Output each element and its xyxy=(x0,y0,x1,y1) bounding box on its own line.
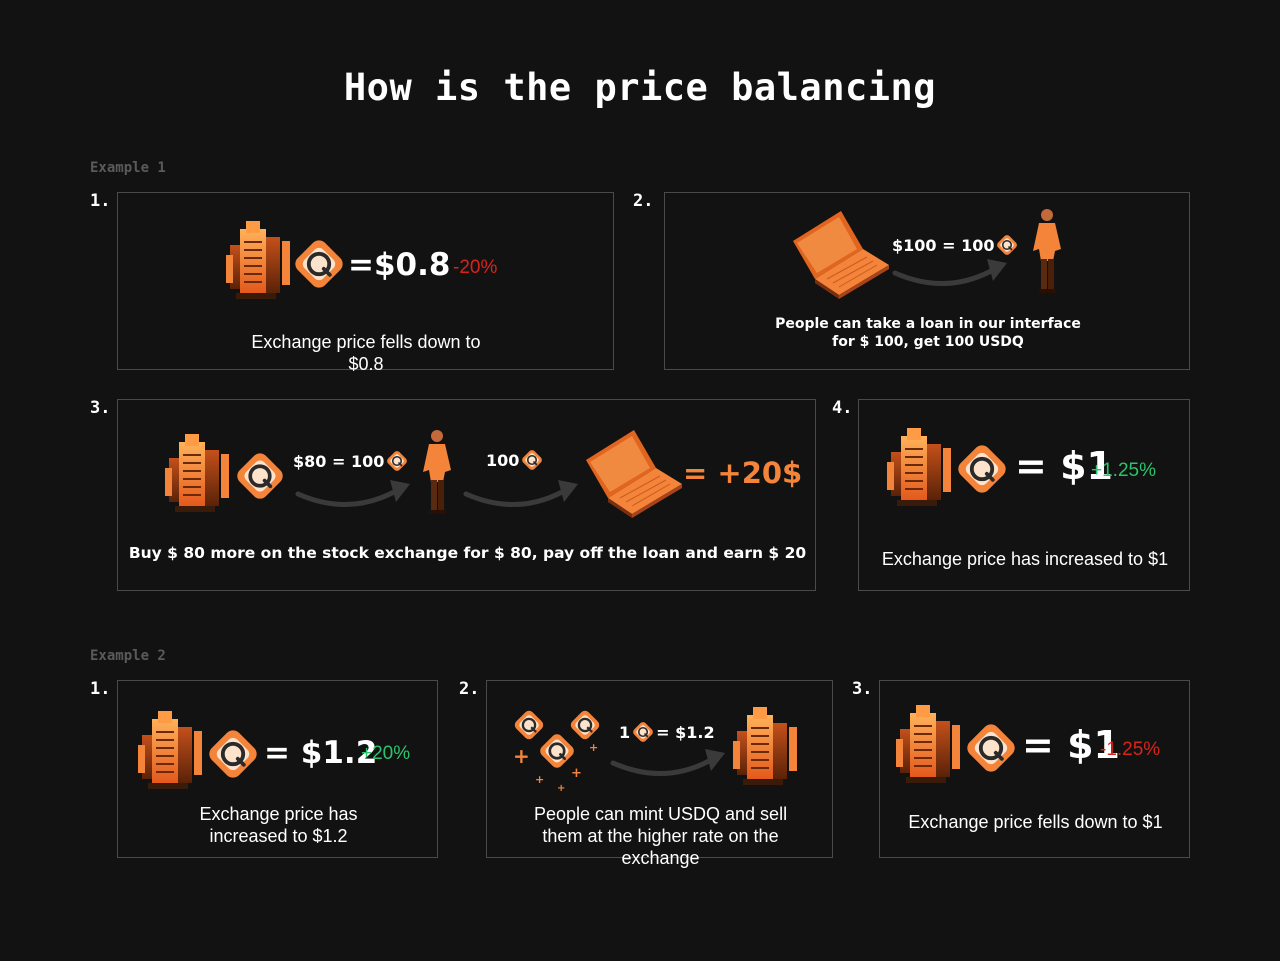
caption-line: People can take a loan in our interface xyxy=(775,316,1081,332)
usdq-coin-icon xyxy=(385,448,410,474)
step-number: 2. xyxy=(459,679,480,699)
equation-text: = $1.2 xyxy=(656,722,715,742)
price-value: = $1.2 xyxy=(264,735,377,771)
laptop-icon xyxy=(585,429,683,519)
price-change: -20% xyxy=(453,257,498,278)
example-2-step-1-panel: = $1.2 +20% Exchange price has increased… xyxy=(117,680,438,858)
arrow-icon xyxy=(613,749,725,779)
usdq-coin-icon xyxy=(289,234,349,294)
price-value: =$0.8 xyxy=(348,247,450,283)
repay-equation: 100 xyxy=(486,447,545,473)
svg-text:+: + xyxy=(513,744,530,768)
step-caption: Exchange price has increased to $1 xyxy=(881,549,1169,569)
caption-line: exchange xyxy=(621,848,700,868)
usdq-coin-icon xyxy=(961,718,1021,778)
step-caption: People can take a loan in our interface … xyxy=(745,315,1111,351)
example-1-label: Example 1 xyxy=(90,160,166,176)
person-icon xyxy=(1033,209,1061,293)
price-amount: $1 xyxy=(1060,444,1113,488)
building-icon xyxy=(138,711,202,789)
step-number: 3. xyxy=(90,398,111,418)
usdq-coin-icon xyxy=(520,447,545,473)
step-caption: Exchange price fells down to $1 xyxy=(908,812,1163,832)
equals-sign: = xyxy=(1015,444,1061,488)
step-caption: People can mint USDQ and sell them at th… xyxy=(497,803,824,869)
equals-sign: = xyxy=(348,247,374,283)
building-icon xyxy=(733,707,797,785)
price-amount: $1.2 xyxy=(300,735,378,771)
example-2-label: Example 2 xyxy=(90,648,166,664)
svg-text:+: + xyxy=(557,783,565,794)
laptop-icon xyxy=(792,210,890,300)
price-amount: $0.8 xyxy=(373,247,451,283)
coins-cluster-icon: + + + + + xyxy=(511,707,603,794)
price-amount: $1 xyxy=(1067,723,1120,767)
person-icon xyxy=(423,430,451,514)
equation-text: $80 = 100 xyxy=(293,451,385,471)
building-icon xyxy=(887,428,951,506)
equals-sign: = xyxy=(1022,723,1068,767)
profit-result: = +20$ xyxy=(683,456,803,490)
equation-text: 1 xyxy=(619,722,631,742)
price-change: +1.25% xyxy=(1091,460,1156,481)
usdq-coin-icon xyxy=(631,719,656,745)
equals-sign: = xyxy=(264,735,301,771)
caption-line: increased to $1.2 xyxy=(209,826,348,846)
example-1-step-3-panel: $80 = 100 100 = +20$ Buy $ 80 more on th… xyxy=(117,399,816,591)
svg-text:+: + xyxy=(589,741,598,754)
usdq-coin-icon xyxy=(952,439,1012,499)
usdq-coin-icon xyxy=(232,448,288,504)
caption-line: Exchange price has xyxy=(199,804,358,824)
example-1-step-4-panel: = $1 +1.25% Exchange price has increased… xyxy=(858,399,1190,591)
caption-line: People can mint USDQ and sell xyxy=(533,804,788,824)
building-icon xyxy=(226,221,290,299)
price-change: -1.25% xyxy=(1100,739,1161,760)
step-caption: Exchange price has increased to $1.2 xyxy=(138,803,419,847)
arrow-icon xyxy=(895,259,1007,289)
building-icon xyxy=(165,434,229,512)
arrow-icon xyxy=(298,480,410,510)
example-1-step-2-panel: $100 = 100 People can take a loan in our… xyxy=(664,192,1190,370)
equation-text: $100 = 100 xyxy=(892,235,995,255)
price-change: +20% xyxy=(361,743,411,764)
equation-text: 100 xyxy=(486,450,520,470)
page-title: How is the price balancing xyxy=(343,66,937,109)
price-value: = $1 xyxy=(1022,723,1120,767)
svg-text:+: + xyxy=(571,766,582,781)
svg-text:+: + xyxy=(535,773,544,786)
buy-equation: $80 = 100 xyxy=(293,448,410,474)
step-number: 1. xyxy=(90,679,111,699)
step-caption: Exchange price fells down to $0.8 xyxy=(251,332,481,374)
step-number: 4. xyxy=(832,398,853,418)
example-1-step-1-panel: =$0.8 -20% Exchange price fells down to … xyxy=(117,192,614,374)
building-icon xyxy=(896,705,960,783)
example-2-step-3-panel: = $1 -1.25% Exchange price fells down to… xyxy=(879,680,1190,858)
mint-equation: 1 = $1.2 xyxy=(619,719,715,745)
usdq-coin-icon xyxy=(203,724,263,784)
loan-equation: $100 = 100 xyxy=(892,232,1020,258)
step-number: 3. xyxy=(852,679,873,699)
example-2-step-2-panel: + + + + + 1 = $1.2 People can mint USDQ … xyxy=(486,680,833,868)
step-number: 2. xyxy=(633,191,654,211)
arrow-icon xyxy=(466,480,578,510)
caption-line: them at the higher rate on the xyxy=(542,826,779,846)
price-value: = $1 xyxy=(1015,444,1113,488)
step-caption: Buy $ 80 more on the stock exchange for … xyxy=(128,544,807,562)
step-number: 1. xyxy=(90,191,111,211)
usdq-coin-icon xyxy=(995,232,1020,258)
caption-line: for $ 100, get 100 USDQ xyxy=(832,334,1024,350)
